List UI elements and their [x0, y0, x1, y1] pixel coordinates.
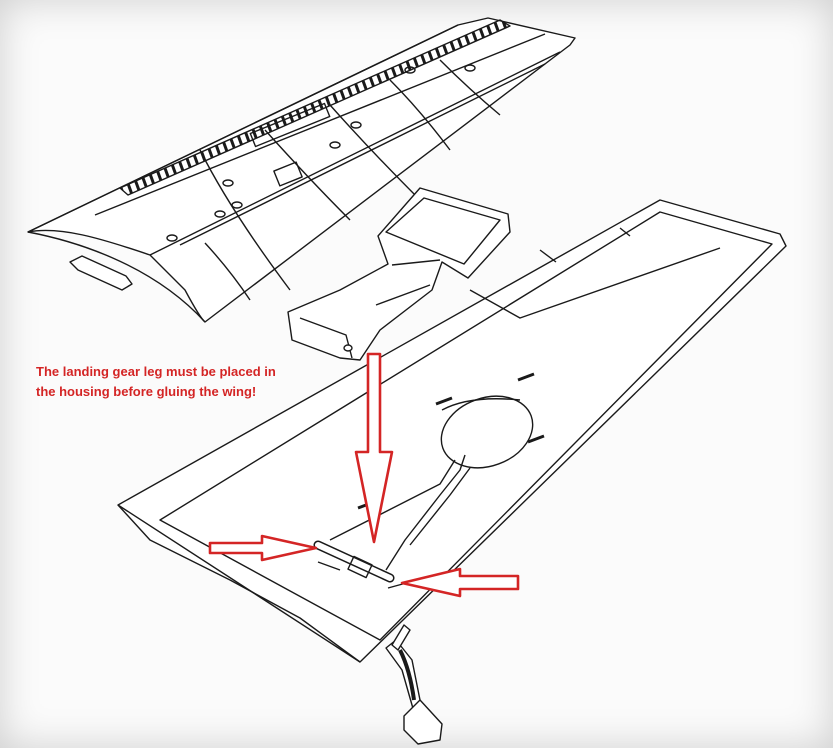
assembly-note: The landing gear leg must be placed in t… [36, 364, 276, 399]
upper-wing-hatch [273, 161, 303, 187]
gear-bay-channel [385, 454, 466, 571]
arrow-right [208, 534, 318, 562]
upper-wing-top-line [27, 24, 459, 233]
wing-tab [69, 255, 133, 291]
gear-bay-insert [287, 187, 511, 361]
arrow-down [354, 352, 394, 544]
red-arrows [208, 352, 520, 598]
landing-gear-leg [385, 624, 443, 745]
arrow-left [400, 567, 520, 598]
upper-wing-leading-edge [27, 231, 206, 323]
upper-wing-part [27, 17, 576, 323]
